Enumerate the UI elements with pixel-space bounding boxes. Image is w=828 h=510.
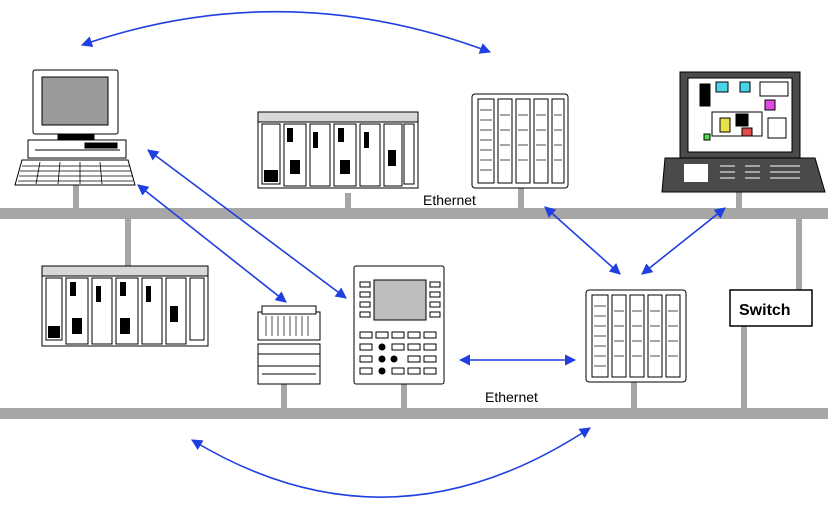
lower-ethernet-label: Ethernet (485, 389, 538, 405)
arrow-io-rack-to-io-rack (544, 206, 621, 275)
keypad-terminal-icon[interactable] (353, 265, 445, 385)
arrow-hmi-to-io-rack (641, 207, 726, 275)
plc-rack-top-icon[interactable] (257, 111, 419, 189)
arrow-pc-to-io-module (137, 184, 287, 303)
pc-computer-icon[interactable] (14, 69, 136, 186)
plc-rack-left-icon[interactable] (41, 265, 209, 347)
arrow-top-arc (80, 10, 492, 54)
arrow-bottom-arc (191, 427, 591, 498)
drop-lines (73, 183, 802, 409)
switch-box[interactable]: Switch (729, 289, 813, 327)
io-module-icon[interactable] (257, 305, 321, 385)
upper-ethernet-label: Ethernet (423, 192, 476, 208)
io-rack-top-icon[interactable] (471, 93, 569, 189)
upper-ethernet-bus (0, 208, 828, 219)
io-rack-bottom-icon[interactable] (585, 289, 687, 383)
switch-label: Switch (739, 302, 791, 319)
hmi-panel-icon[interactable] (661, 71, 826, 193)
lower-ethernet-bus (0, 408, 828, 419)
